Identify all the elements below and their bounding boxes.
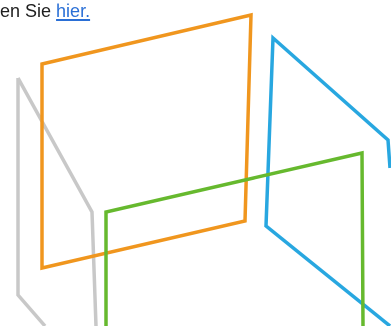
orange-panel xyxy=(42,15,251,268)
gray-panel xyxy=(18,78,96,326)
blue-panel xyxy=(266,38,390,326)
green-panel xyxy=(106,153,363,326)
